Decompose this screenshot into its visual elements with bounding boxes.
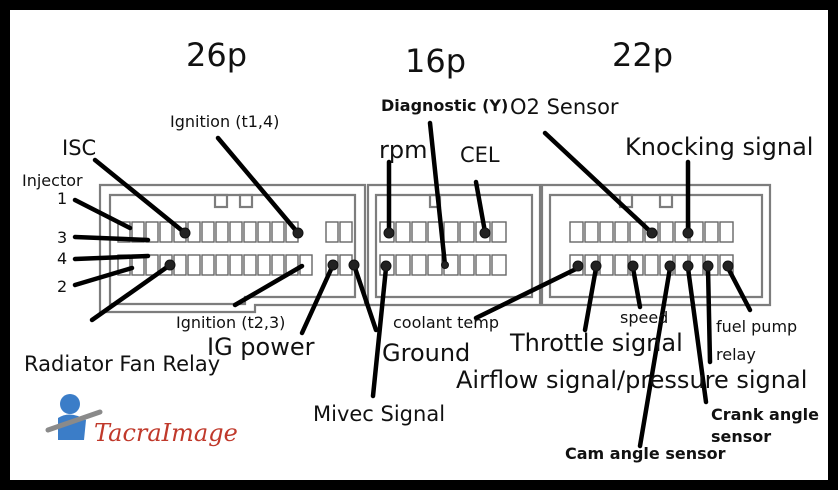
pointer-airflow — [705, 265, 713, 365]
marker-ignition-t14 — [292, 227, 304, 239]
marker-coolant — [572, 260, 584, 272]
pointer-o2 — [542, 130, 655, 236]
marker-knock — [682, 227, 694, 239]
pointer-throttle — [582, 265, 599, 333]
connector-16p — [366, 183, 542, 307]
label-speed: speed — [620, 308, 668, 327]
mascot-head-icon — [60, 394, 80, 414]
label-rpm: rpm — [379, 136, 427, 164]
pointer-cel — [473, 179, 488, 235]
label-injector-3: 3 — [57, 228, 67, 247]
label-fuel-pump: fuel pump — [716, 317, 797, 336]
marker-diagnostic — [441, 261, 449, 269]
label-cel: CEL — [460, 143, 500, 167]
pointer-injector-1 — [72, 197, 133, 231]
label-crank-sensor: sensor — [711, 427, 771, 446]
marker-mivec — [380, 260, 392, 272]
pins-16p — [379, 221, 507, 276]
label-ignition-t23: Ignition (t2,3) — [176, 313, 285, 332]
pointer-lines — [72, 120, 753, 449]
pointer-cam — [637, 265, 673, 449]
logo-text: TacraImage — [94, 419, 238, 447]
marker-crank — [682, 260, 694, 272]
pointer-ig-power — [299, 262, 336, 336]
label-cam-angle-sensor: Cam angle sensor — [565, 444, 726, 463]
label-injector: Injector — [22, 171, 83, 190]
pointer-crank — [685, 265, 709, 405]
label-injector-2: 2 — [57, 277, 67, 296]
wrench-icon — [45, 409, 103, 433]
label-ground: Ground — [382, 339, 470, 367]
header-16p: 16p — [405, 42, 466, 80]
pointer-isc — [92, 157, 188, 236]
label-injector-1: 1 — [57, 189, 67, 208]
marker-o2 — [646, 227, 658, 239]
marker-ground-26p — [348, 259, 360, 271]
label-isc: ISC — [62, 136, 96, 160]
connector-26p — [98, 183, 367, 314]
marker-ig-power — [327, 259, 339, 271]
label-crank-angle: Crank angle — [711, 405, 819, 424]
pointer-injector-2 — [72, 265, 135, 288]
pointer-speed — [630, 265, 643, 310]
label-knocking-signal: Knocking signal — [625, 133, 813, 161]
pointer-mivec — [370, 265, 389, 399]
label-mivec-signal: Mivec Signal — [313, 402, 445, 426]
label-injector-4: 4 — [57, 249, 67, 268]
pointer-ground — [351, 262, 379, 333]
pin-markers — [164, 227, 734, 272]
label-diagnostic: Diagnostic (Y) — [381, 96, 508, 115]
label-airflow-signal: Airflow signal/pressure signal — [456, 366, 807, 394]
marker-radiator-fan — [164, 259, 176, 271]
marker-throttle — [590, 260, 602, 272]
pointer-coolant — [473, 265, 581, 321]
pointer-injector-3 — [72, 234, 151, 243]
label-ignition-t14: Ignition (t1,4) — [170, 112, 279, 131]
marker-rpm — [383, 227, 395, 239]
connector-22p — [540, 183, 772, 307]
label-o2-sensor: O2 Sensor — [510, 95, 619, 119]
label-throttle-signal: Throttle signal — [509, 329, 683, 357]
pointer-ignition-t14 — [215, 135, 301, 236]
marker-airflow — [702, 260, 714, 272]
marker-speed — [627, 260, 639, 272]
pointer-injector-4 — [72, 253, 151, 262]
marker-cel — [479, 227, 491, 239]
pins-26p — [117, 221, 353, 276]
header-26p: 26p — [186, 36, 247, 74]
pointer-radiator-fan — [89, 262, 173, 323]
tacraimage-logo: TacraImage — [45, 394, 238, 447]
label-relay: relay — [716, 345, 756, 364]
label-radiator-fan-relay: Radiator Fan Relay — [24, 352, 220, 376]
marker-fuel-pump — [722, 260, 734, 272]
label-coolant-temp: coolant temp — [393, 313, 499, 332]
pointer-fuel-pump — [725, 265, 753, 313]
marker-cam — [664, 260, 676, 272]
header-22p: 22p — [612, 36, 673, 74]
pointer-diagnostic — [427, 120, 448, 268]
pointer-ignition-t23 — [232, 263, 305, 308]
label-ig-power: IG power — [207, 333, 315, 361]
marker-isc — [179, 227, 191, 239]
